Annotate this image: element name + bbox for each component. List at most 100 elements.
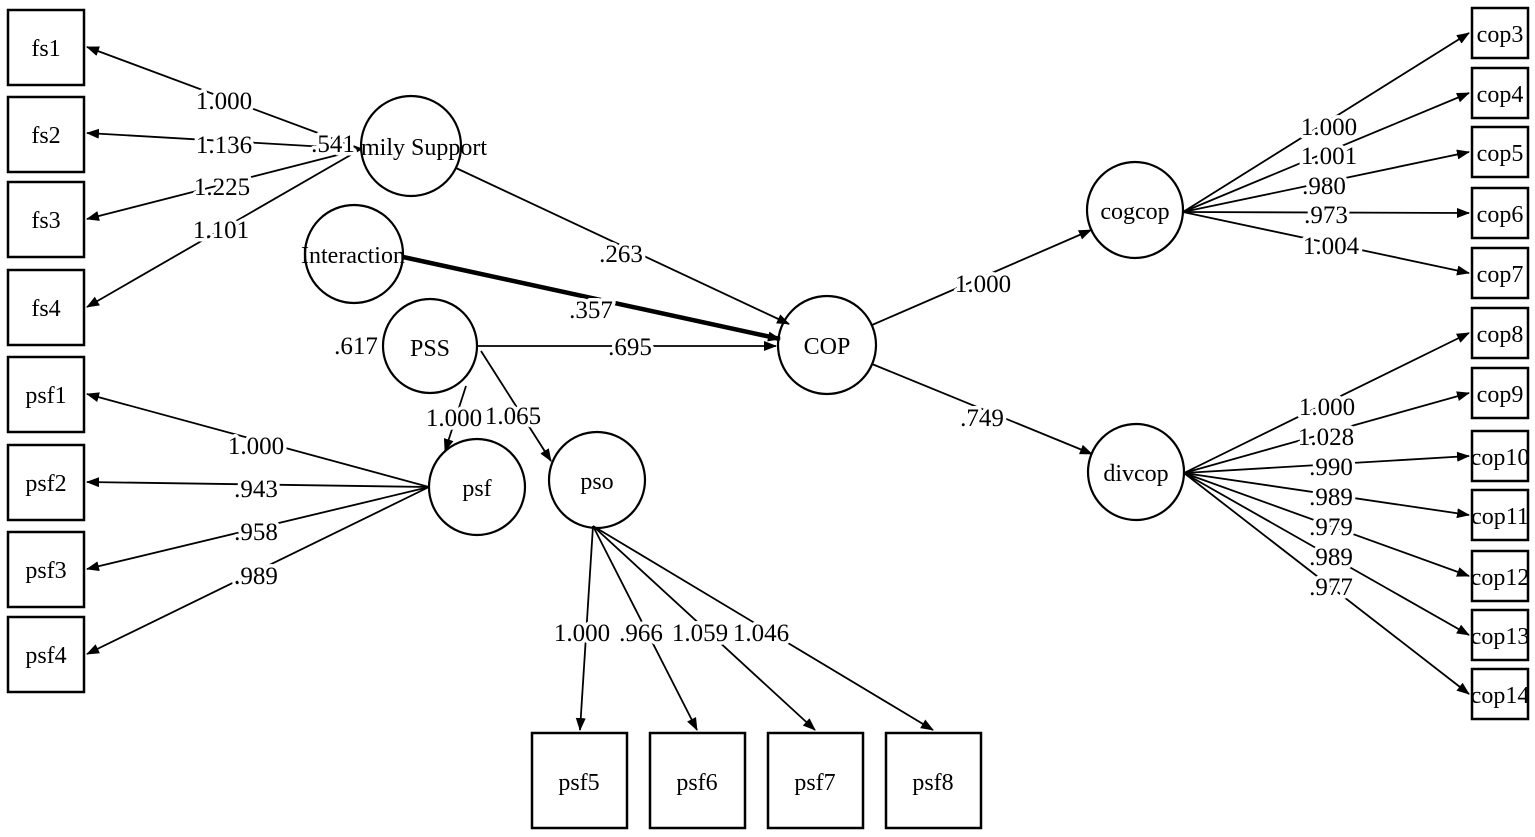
psf2-label: psf2 xyxy=(25,471,66,497)
loading-line-fs4 xyxy=(86,148,362,308)
cogcop-circle xyxy=(1085,160,1185,260)
loading-cop13-value: .989 xyxy=(1309,544,1353,571)
psf5-label: psf5 xyxy=(558,770,599,796)
cop-indicator-boxes: cop3 cop4 cop5 cop6 cop7 cop8 cop9 cop10… xyxy=(1470,6,1530,721)
loading-psf5-value: 1.000 xyxy=(554,620,610,647)
cop13-box xyxy=(1470,608,1530,662)
cop7-box xyxy=(1470,246,1530,300)
path-pss-to-cop-value: .695 xyxy=(608,334,652,361)
fs4-label: fs4 xyxy=(31,296,60,322)
cop4-box xyxy=(1470,66,1530,120)
cop5-label: cop5 xyxy=(1477,141,1524,167)
path-family-support-to-cop xyxy=(455,167,790,325)
path-pss-to-psf-value: 1.000 xyxy=(426,405,482,432)
loading-line-cop4 xyxy=(1182,92,1470,213)
path-interaction-to-cop xyxy=(402,254,781,342)
loading-cop8-value: 1.000 xyxy=(1299,394,1355,421)
pso-loading-lines xyxy=(575,525,934,731)
loading-psf8-value: 1.046 xyxy=(733,620,789,647)
loading-psf6-value: .966 xyxy=(619,620,663,647)
path-interaction-to-cop-value: .357 xyxy=(569,297,613,324)
loading-cop12-value: .979 xyxy=(1309,514,1353,541)
path-pss-to-psf xyxy=(443,385,467,452)
path-cop-to-divcop xyxy=(871,363,1093,455)
pss-label: PSS xyxy=(410,336,450,362)
loading-line-psf2 xyxy=(86,477,430,488)
psf6-box xyxy=(648,731,747,830)
family-support-circle xyxy=(359,94,463,198)
psf8-box xyxy=(884,731,983,830)
cop-circle xyxy=(776,294,878,396)
pso-label: pso xyxy=(580,469,613,495)
fs-indicator-boxes: fs1 fs2 fs3 fs4 xyxy=(6,8,86,347)
loading-cop14-value: .977 xyxy=(1309,574,1353,601)
family-support-label: mily Support xyxy=(361,135,487,161)
loading-line-psf8 xyxy=(592,525,934,731)
cogcop-label: cogcop xyxy=(1100,199,1169,225)
loading-line-psf5 xyxy=(575,525,594,731)
loading-line-cop13 xyxy=(1183,472,1470,636)
latent-variables: mily Support Interaction PSS psf pso COP… xyxy=(301,94,1186,537)
pso-circle xyxy=(547,430,647,530)
psf2-box xyxy=(6,443,86,522)
fs3-box xyxy=(6,180,86,259)
fs1-label: fs1 xyxy=(31,36,60,62)
loading-line-cop5 xyxy=(1182,149,1470,213)
loading-cop3-value: 1.000 xyxy=(1301,114,1357,141)
cop8-box xyxy=(1470,306,1530,360)
psf5-box xyxy=(530,731,629,830)
loading-line-psf7 xyxy=(592,525,816,731)
loading-cop9-value: 1.028 xyxy=(1298,424,1354,451)
loading-line-cop7 xyxy=(1182,211,1470,276)
divcop-circle xyxy=(1086,422,1186,522)
psf1-label: psf1 xyxy=(25,383,66,409)
path-cop-to-divcop-value: .749 xyxy=(960,405,1004,432)
cop10-label: cop10 xyxy=(1471,445,1530,471)
loading-line-psf6 xyxy=(592,525,698,731)
fs2-box xyxy=(6,95,86,174)
structural-paths xyxy=(402,167,1093,462)
coefficient-labels: 1.000 1.136 1.225 1.101 .541 .617 .263 .… xyxy=(189,85,1363,651)
cop13-label: cop13 xyxy=(1471,624,1530,650)
divcop-loading-lines xyxy=(1183,332,1470,695)
loading-line-cop14 xyxy=(1183,472,1470,695)
cop6-label: cop6 xyxy=(1477,202,1524,228)
loading-psf1-value: 1.000 xyxy=(228,433,284,460)
cop14-box xyxy=(1470,667,1530,721)
loading-line-cop9 xyxy=(1183,391,1470,474)
interaction-circle xyxy=(303,203,405,305)
cop-label: COP xyxy=(804,334,851,360)
psf3-box xyxy=(6,530,86,609)
psf-loading-lines xyxy=(86,392,430,655)
cop12-box xyxy=(1470,549,1530,603)
fs2-label: fs2 xyxy=(31,123,60,149)
psf-label: psf xyxy=(462,476,491,502)
loading-psf7-value: 1.059 xyxy=(672,620,728,647)
loading-line-cop3 xyxy=(1182,32,1470,213)
loading-cop7-value: 1.004 xyxy=(1303,233,1360,260)
psf-left-indicator-boxes: psf1 psf2 psf3 psf4 xyxy=(6,355,86,694)
family-support-loading-lines xyxy=(86,46,362,308)
loading-fs4-value: 1.101 xyxy=(193,217,249,244)
family-support-variance: .541 xyxy=(311,131,355,158)
loading-line-cop8 xyxy=(1183,332,1470,474)
path-cop-to-cogcop-value: 1.000 xyxy=(955,271,1011,298)
psf1-box xyxy=(6,355,86,434)
psf6-label: psf6 xyxy=(676,770,717,796)
loading-psf2-value: .943 xyxy=(234,476,278,503)
cop6-box xyxy=(1470,186,1530,240)
interaction-label: Interaction xyxy=(301,243,405,269)
psf3-label: psf3 xyxy=(25,558,66,584)
fs1-box xyxy=(6,8,86,87)
loading-psf3-value: .958 xyxy=(234,519,278,546)
path-pss-to-pso-value: 1.065 xyxy=(485,403,541,430)
psf7-label: psf7 xyxy=(794,770,835,796)
divcop-label: divcop xyxy=(1103,461,1168,487)
psf-bottom-indicator-boxes: psf5 psf6 psf7 psf8 xyxy=(530,731,983,830)
pss-circle xyxy=(381,297,479,395)
psf4-box xyxy=(6,615,86,694)
fs4-box xyxy=(6,268,86,347)
cop5-box xyxy=(1470,125,1530,179)
cop3-label: cop3 xyxy=(1477,22,1524,48)
